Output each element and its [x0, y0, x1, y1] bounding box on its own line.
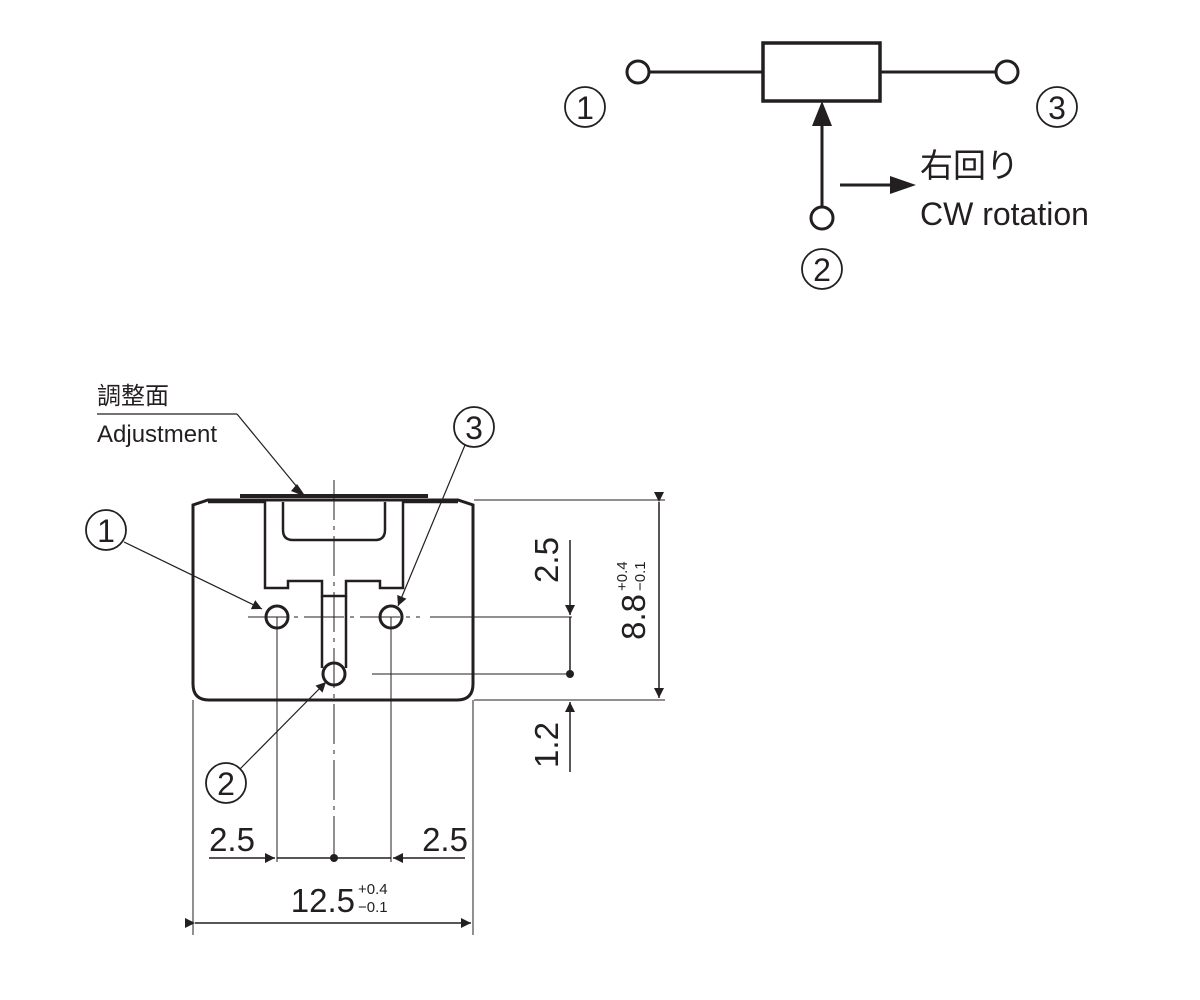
dimension-width: 12.5 +0.4 −0.1 — [185, 881, 471, 928]
label-circle — [85, 509, 127, 551]
dimension-value: 12.5 — [291, 882, 355, 919]
terminal-1-node — [625, 59, 651, 85]
wiper-arrow — [812, 101, 832, 126]
terminal-3-node — [994, 59, 1020, 85]
rotation-arrow-head — [890, 176, 916, 194]
callout-terminal-3: 3 — [397, 406, 495, 607]
adjustment-leader-arrow — [291, 484, 306, 497]
terminal-2-node — [809, 205, 835, 231]
label-number: 2 — [217, 766, 235, 802]
component-drawing: 調整面 Adjustment 12.5 — [85, 382, 665, 935]
schematic-label-3: 3 — [1036, 86, 1078, 128]
adjustment-leader — [236, 413, 303, 494]
height-text-group: 8.8 +0.4 −0.1 — [614, 561, 652, 640]
label-circle — [205, 762, 247, 804]
pitch-value-right: 2.5 — [422, 821, 468, 858]
rotation-label-jp: 右回り — [920, 146, 1019, 185]
adjustment-label-jp: 調整面 — [97, 382, 169, 410]
inner-cavity — [208, 500, 458, 598]
label-circle — [564, 86, 606, 128]
rotation-label-en: CW rotation — [920, 196, 1089, 232]
tolerance-minus: −0.1 — [632, 561, 649, 591]
label-circle — [1036, 86, 1078, 128]
component-body — [191, 498, 475, 702]
resistor-body — [761, 41, 882, 103]
center-lines — [248, 480, 572, 860]
offset-dot — [566, 670, 574, 678]
label-number: 3 — [465, 410, 483, 446]
label-number: 2 — [813, 252, 831, 288]
tolerance-plus: +0.4 — [358, 881, 388, 898]
callout-terminal-1: 1 — [85, 509, 263, 610]
callout-terminal-2: 2 — [205, 681, 327, 804]
callout-leader — [397, 444, 466, 607]
pitch-value-left: 2.5 — [209, 821, 255, 858]
schematic-label-1: 1 — [564, 86, 606, 128]
label-circle — [453, 406, 495, 448]
label-number: 1 — [576, 90, 594, 126]
offset-value-25: 2.5 — [528, 537, 565, 583]
schematic-label-2: 2 — [801, 248, 843, 290]
tolerance-plus: +0.4 — [614, 561, 631, 591]
pitch-center-dot — [330, 854, 338, 862]
callout-leader — [239, 681, 327, 770]
dimension-value: 8.8 — [615, 594, 652, 640]
circuit-schematic: 1 3 2 右回り CW rotation — [564, 41, 1089, 290]
tolerance-minus: −0.1 — [358, 899, 388, 916]
callout-leader — [123, 541, 263, 610]
label-number: 1 — [97, 513, 115, 549]
adjustment-label-en: Adjustment — [97, 421, 217, 448]
dimension-height: 8.8 +0.4 −0.1 — [614, 492, 664, 698]
dimension-terminal-offset: 2.5 1.2 — [528, 537, 575, 772]
label-number: 3 — [1048, 90, 1066, 126]
dimension-pitch: 2.5 2.5 — [209, 821, 468, 863]
offset-value-12: 1.2 — [528, 722, 565, 768]
label-circle — [801, 248, 843, 290]
